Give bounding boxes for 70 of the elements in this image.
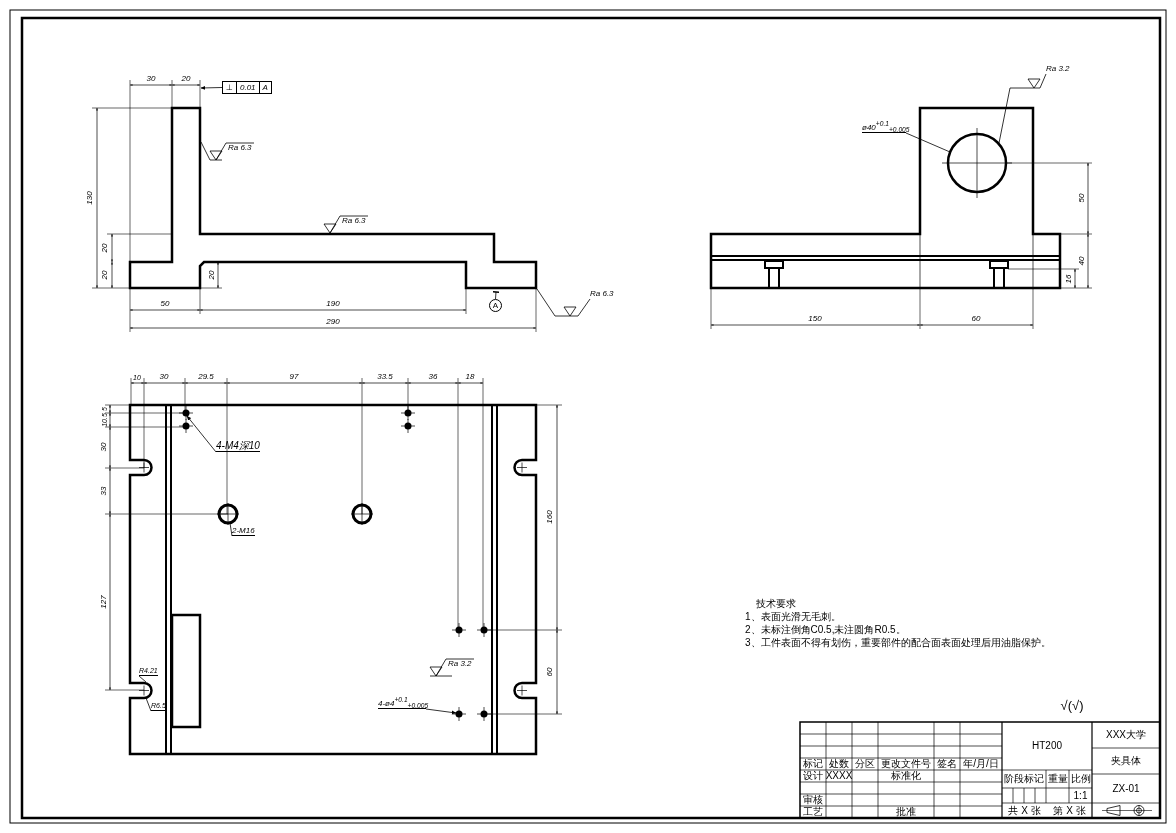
dimension-text: 150 [808, 315, 822, 323]
leader-line [138, 675, 147, 683]
datum-letter: A [258, 82, 271, 93]
roughness-text: Ra 3.2 [448, 660, 472, 668]
note-text: 1、表面光滑无毛刺。 [745, 612, 841, 622]
note-text: 3、工件表面不得有划伤，重要部件的配合面表面处理后用油脂保护。 [745, 638, 1051, 648]
note-heading: 技术要求 [756, 599, 796, 609]
title-block-text: 夹具体 [1111, 756, 1141, 766]
dimension-text: 190 [326, 300, 340, 308]
roughness-note: √(√) [1060, 698, 1084, 712]
note-text: 2、未标注倒角C0.5,未注圆角R0.5。 [745, 625, 906, 635]
dimension-text: 16 [1065, 274, 1073, 284]
dimension-text: 50 [160, 300, 170, 308]
leader-line [229, 522, 233, 537]
title-block-text: 批准 [896, 807, 916, 817]
dimension-text: 20 [208, 270, 216, 280]
title-block-text: XXX大学 [1106, 730, 1146, 740]
dimension-text: 50 [1078, 193, 1086, 203]
dimension-text: 30 [100, 442, 108, 452]
title-block-text: 比例 [1070, 774, 1091, 784]
dimension-text: 30 [146, 75, 156, 83]
title-block-text: 重量 [1047, 774, 1068, 784]
leader-line [905, 132, 951, 153]
front-view-drawing [128, 106, 538, 290]
title-block-text: 共 X 张 [1008, 805, 1041, 816]
bore-circle [946, 132, 1008, 194]
top-view-drawing [128, 403, 538, 756]
title-block-text: HT200 [1032, 741, 1062, 751]
title-block-text: 年/月/日 [963, 759, 999, 769]
roughness-text: Ra 6.3 [228, 144, 252, 152]
title-block-text: 1:1 [1073, 790, 1088, 801]
title-block-text: 签名 [937, 759, 957, 769]
dimension-text: 33.5 [377, 373, 393, 381]
roughness-text: Ra 6.3 [590, 289, 614, 299]
dimension-text: 97 [289, 373, 299, 381]
dimension-text: 60 [971, 315, 981, 323]
dimension-text: 20 [101, 270, 109, 280]
tolerance-value: 0.01 [235, 82, 259, 93]
title-block-text: 更改文件号 [881, 759, 931, 769]
title-block-text: 阶段标记 [1004, 774, 1044, 784]
title-block-text: 设计 [803, 771, 823, 781]
dimension-text: 160 [546, 510, 554, 524]
title-block-text: 审核 [803, 795, 823, 805]
title-block-text: XXXX [825, 771, 853, 781]
roughness-text: Ra 6.3 [342, 217, 366, 225]
dimension-text: 30 [159, 373, 169, 381]
title-block-text: 标记 [803, 759, 823, 769]
dimension-text: 40 [1078, 256, 1086, 266]
dimension-text: 130 [86, 191, 94, 205]
dimension-text: 60 [546, 667, 554, 677]
title-block-text: 工艺 [803, 807, 823, 817]
dimension-text: 20 [181, 75, 191, 83]
leader-line [998, 73, 1047, 144]
dimension-text: 20 [101, 243, 109, 253]
tolerance-frame [222, 81, 272, 94]
title-block-text: 处数 [829, 759, 849, 769]
dimension-text: 290 [326, 318, 340, 326]
dimension-text: 18 [465, 373, 475, 381]
title-block-text: 分区 [855, 759, 875, 769]
dimension-text: 127 [100, 595, 108, 609]
dimension-text: 29.5 [198, 373, 214, 381]
tolerance-symbol: ⊥ [225, 82, 234, 93]
dimension-text: 36 [428, 373, 438, 381]
title-block-text: ZX-01 [1112, 783, 1140, 794]
title-block-text: 标准化 [891, 771, 921, 781]
title-block-text: 第 X 张 [1053, 805, 1086, 816]
leader-line [536, 288, 591, 317]
leader-line [145, 697, 152, 712]
roughness-text: Ra 3.2 [1046, 64, 1070, 74]
dimension-text: 33 [100, 486, 108, 496]
